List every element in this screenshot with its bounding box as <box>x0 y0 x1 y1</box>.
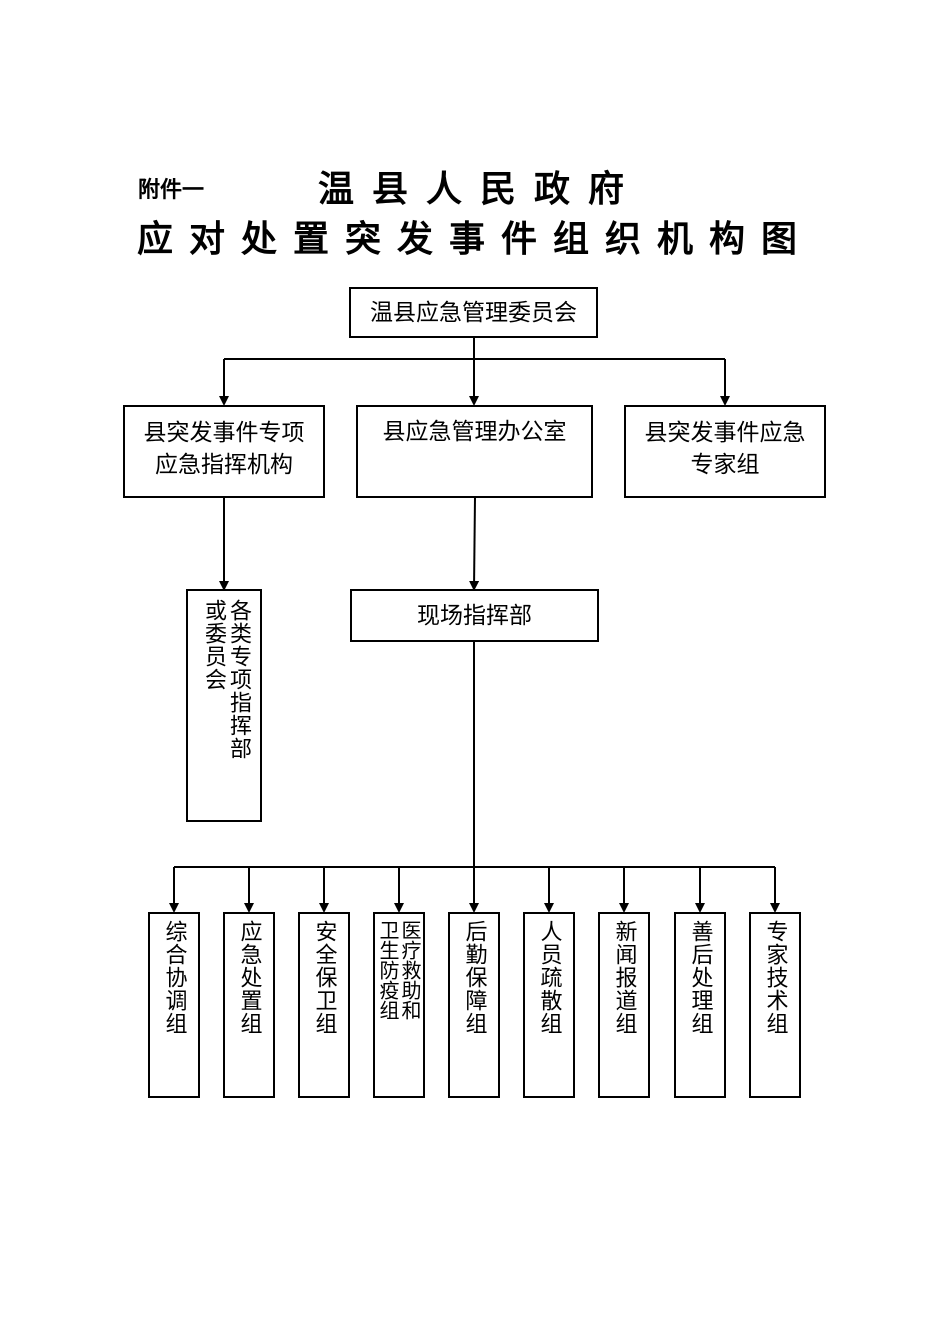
group-label: 应急处置组 <box>236 920 262 1035</box>
emergency-office-box: 县应急管理办公室 <box>356 405 593 498</box>
field-command-label: 现场指挥部 <box>417 602 532 629</box>
group-label: 专家技术组 <box>762 920 788 1035</box>
group-label: 新闻报道组 <box>611 920 637 1035</box>
root-node-box: 温县应急管理委员会 <box>349 287 598 338</box>
group-box: 人员疏散组 <box>523 912 575 1098</box>
group-label: 善后处理组 <box>687 920 713 1035</box>
field-command-box: 现场指挥部 <box>350 589 599 642</box>
attachment-label: 附件一 <box>138 178 205 203</box>
group-box: 安全保卫组 <box>298 912 350 1098</box>
special-command-label: 县突发事件专项应急指挥机构 <box>143 420 305 478</box>
special-command-box: 县突发事件专项应急指挥机构 <box>123 405 325 498</box>
title-line-2: 应对处置突发事件组织机构图 <box>137 218 814 260</box>
group-box: 应急处置组 <box>223 912 275 1098</box>
group-label: 医疗救助和卫生防疫组 <box>376 920 422 1020</box>
expert-group-box: 县突发事件应急专家组 <box>624 405 826 498</box>
root-node-label: 温县应急管理委员会 <box>370 299 577 326</box>
group-box: 综合协调组 <box>148 912 200 1098</box>
group-box: 医疗救助和卫生防疫组 <box>373 912 425 1098</box>
group-box: 后勤保障组 <box>448 912 500 1098</box>
expert-group-label: 县突发事件应急专家组 <box>644 420 806 478</box>
group-box: 专家技术组 <box>749 912 801 1098</box>
group-box: 善后处理组 <box>674 912 726 1098</box>
group-label: 综合协调组 <box>161 920 187 1035</box>
group-box: 新闻报道组 <box>598 912 650 1098</box>
group-label: 后勤保障组 <box>461 920 487 1035</box>
special-hq-label: 各类专项指挥部或委员会 <box>201 599 251 760</box>
title-line-1: 温县人民政府 <box>318 168 643 210</box>
special-hq-box: 各类专项指挥部或委员会 <box>186 589 262 822</box>
group-label: 人员疏散组 <box>536 920 562 1035</box>
group-label: 安全保卫组 <box>311 920 337 1035</box>
emergency-office-label: 县应急管理办公室 <box>382 419 567 445</box>
